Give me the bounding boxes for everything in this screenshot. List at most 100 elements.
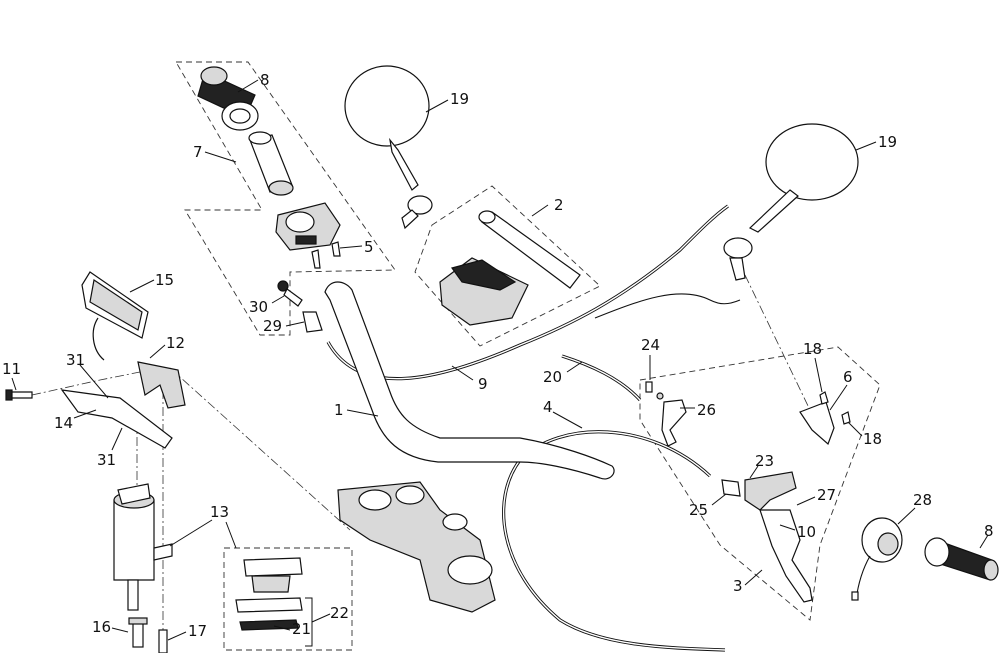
- callout-31b: 31: [97, 451, 116, 469]
- callout-19a: 19: [450, 90, 469, 108]
- leader-17: [167, 631, 187, 641]
- lower-yoke: [337, 481, 496, 613]
- handlebar-pad-2: [478, 210, 581, 289]
- callout-14: 14: [54, 414, 73, 432]
- callout-7: 7: [193, 143, 203, 161]
- leader-10: [779, 524, 796, 531]
- callout-25: 25: [689, 501, 708, 519]
- plate-14: [60, 389, 173, 449]
- callout-24: 24: [641, 336, 660, 354]
- lever-bracket-26: [661, 399, 687, 447]
- callout-9: 9: [478, 375, 488, 393]
- leader-19a: [425, 99, 449, 113]
- callout-19b: 19: [878, 133, 897, 151]
- throttle-housing-28: [851, 517, 903, 601]
- callout-8a: 8: [260, 71, 270, 89]
- leader-13: [169, 519, 213, 547]
- leader-13b: [225, 521, 237, 549]
- callout-6: 6: [843, 368, 853, 386]
- instrument-15: [81, 271, 149, 361]
- cable-20: [561, 354, 642, 402]
- screw-24: [645, 381, 664, 400]
- callout-18b: 18: [863, 430, 882, 448]
- leader-8b: [979, 534, 989, 549]
- adjuster-25: [721, 479, 741, 497]
- leader-23: [749, 465, 759, 479]
- leader-18a: [814, 357, 823, 393]
- leader-4: [552, 411, 583, 429]
- callout-18a: 18: [803, 340, 822, 358]
- callout-21: 21: [292, 620, 311, 638]
- callout-4: 4: [543, 398, 553, 416]
- leader-31b: [111, 427, 123, 451]
- throttle-tube: [248, 131, 294, 196]
- leader-2: [531, 204, 549, 217]
- leader-8a: [237, 79, 259, 93]
- leader-28: [897, 507, 916, 525]
- leader-25: [711, 493, 727, 506]
- ferrule-29: [302, 311, 323, 333]
- left-switch-housing: [275, 202, 341, 251]
- leader-12: [149, 344, 166, 359]
- cable-adjuster-30: [277, 280, 303, 307]
- switch-6: [799, 391, 851, 446]
- switch-cover: [439, 257, 529, 326]
- leader-3: [744, 569, 763, 586]
- callout-13: 13: [210, 503, 229, 521]
- screw-17: [158, 629, 168, 653]
- ignition-switch: [113, 483, 173, 611]
- perch-23: [744, 471, 797, 511]
- leader-22b: [311, 613, 331, 623]
- leader-30: [271, 295, 285, 304]
- callout-26: 26: [697, 401, 716, 419]
- callout-29: 29: [263, 317, 282, 335]
- centre-line-mirror: [744, 274, 811, 411]
- leader-20: [566, 361, 583, 373]
- leader-18b: [847, 421, 863, 437]
- screws-5: [311, 241, 341, 269]
- switch-assembly-group-outline: [223, 547, 353, 651]
- left-grip-group-outline: [175, 61, 396, 336]
- leader-14: [73, 409, 97, 419]
- leader-15: [129, 279, 155, 293]
- centre-line-ignition-to-yoke: [169, 367, 351, 531]
- leader-1: [346, 409, 379, 417]
- clutch-cable-9: [326, 204, 729, 381]
- leader-19b: [855, 141, 877, 151]
- callout-1: 1: [334, 401, 344, 419]
- leader-7: [204, 151, 237, 163]
- leader-9: [451, 365, 474, 381]
- leader-21: [273, 625, 291, 631]
- leader-6: [829, 384, 848, 411]
- callout-8b: 8: [984, 522, 994, 540]
- callout-10: 10: [797, 523, 816, 541]
- handlebar: [324, 281, 615, 480]
- screw-16: [128, 617, 148, 648]
- right-grip: [924, 537, 999, 581]
- callout-2: 2: [554, 196, 564, 214]
- callout-15: 15: [155, 271, 174, 289]
- callout-12: 12: [166, 334, 185, 352]
- callout-22: 22: [330, 604, 349, 622]
- callout-17: 17: [188, 622, 207, 640]
- leader-29: [285, 321, 305, 327]
- leader-5: [339, 245, 363, 249]
- leader-16: [111, 627, 129, 633]
- callout-23: 23: [755, 452, 774, 470]
- leader-31a: [79, 364, 109, 399]
- bracket-12: [137, 361, 186, 409]
- leader-27: [796, 496, 816, 506]
- switch-cover-group-outline: [414, 185, 601, 347]
- callout-31a: 31: [66, 351, 85, 369]
- callout-3: 3: [733, 577, 743, 595]
- callout-11: 11: [2, 360, 21, 378]
- leader-11: [11, 377, 17, 391]
- left-mirror: [344, 65, 433, 230]
- throttle-cable-4: [502, 430, 726, 652]
- callout-16: 16: [92, 618, 111, 636]
- callout-28: 28: [913, 491, 932, 509]
- switch-parts-22: [235, 557, 303, 631]
- bolt-11: [5, 389, 33, 401]
- left-grip: [197, 66, 259, 131]
